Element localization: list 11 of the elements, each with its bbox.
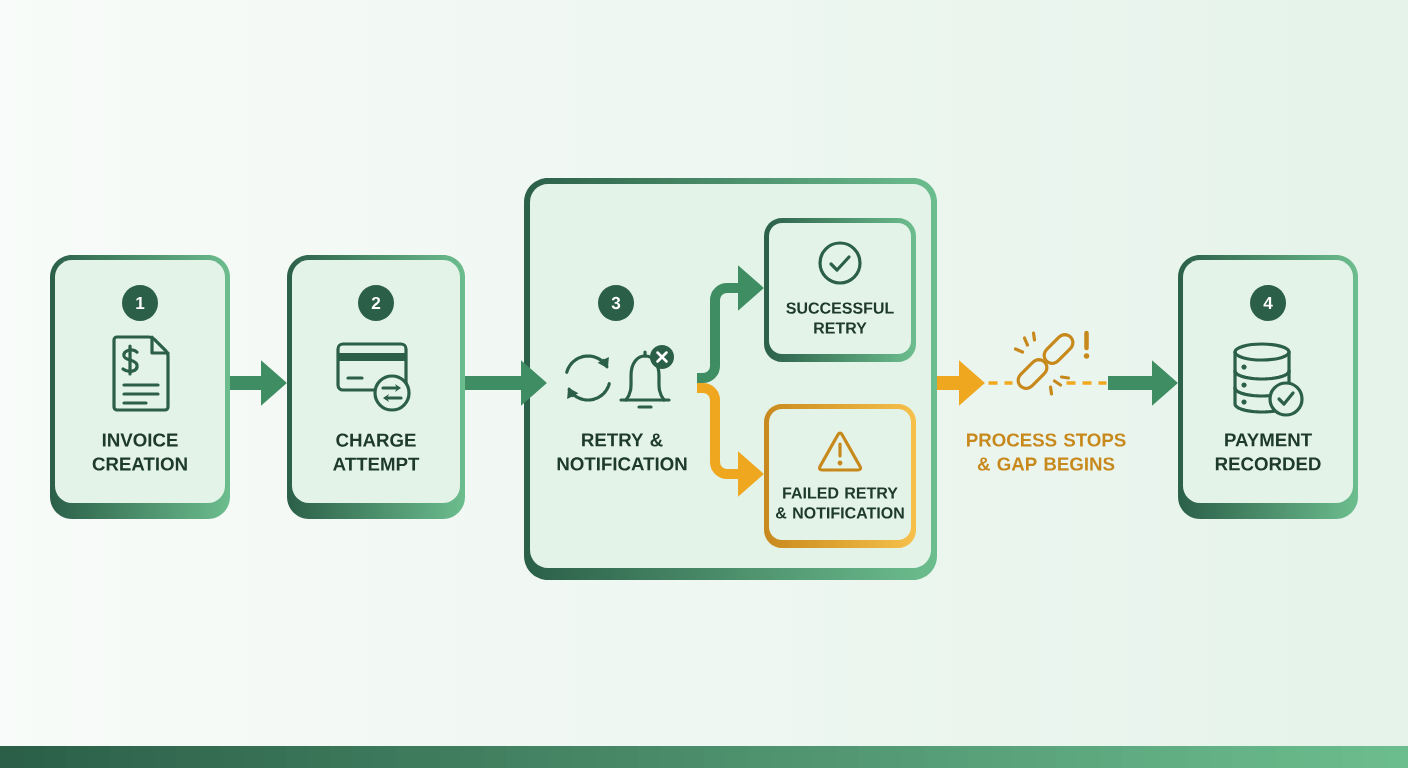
step-label: CHARGE ATTEMPT <box>333 433 420 471</box>
step-label: SUCCESSFUL RETRY <box>786 302 894 334</box>
number-badge: 1 <box>122 285 158 321</box>
status-label: PROCESS STOPS & GAP BEGINS <box>967 433 1126 471</box>
step-label: INVOICE CREATION <box>92 433 187 471</box>
step-label: FAILED RETRY & NOTIFICATION <box>776 487 904 519</box>
number-badge: 2 <box>358 285 394 321</box>
step-label: RETRY & NOTIFICATION <box>557 433 687 471</box>
number-badge: 4 <box>1250 285 1286 321</box>
step-label: PAYMENT RECORDED <box>1215 433 1321 471</box>
number-badge: 3 <box>598 285 634 321</box>
